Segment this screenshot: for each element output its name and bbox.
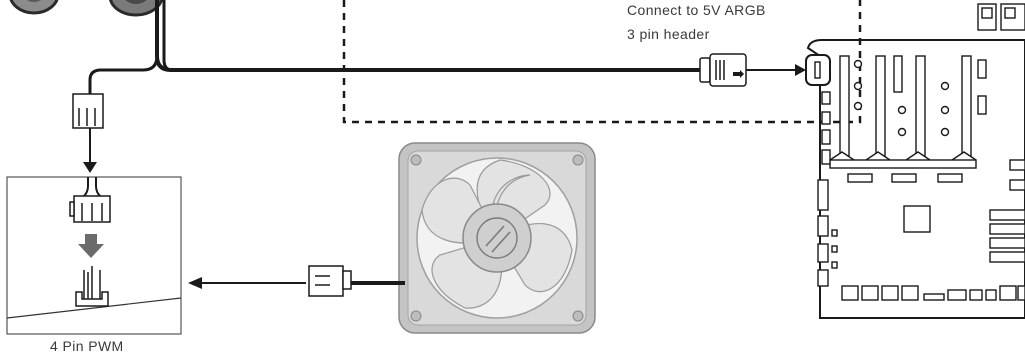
arrow-head-icon (83, 162, 97, 173)
pin-header-icon (75, 266, 109, 307)
argb-label-line1: Connect to 5V ARGB (627, 2, 766, 18)
pwm-connector-icon (72, 93, 104, 129)
dashed-route (342, 0, 862, 124)
argb-connector-icon (699, 53, 747, 87)
argb-label-line2: 3 pin header (627, 26, 710, 42)
pwm-label: 4 Pin PWM (50, 338, 124, 354)
fan-hub-partial-icon (109, 0, 163, 17)
arrow-head-icon (795, 64, 806, 76)
pwm-cable (88, 55, 159, 94)
fan-icon (398, 142, 596, 334)
board-edge-line (6, 297, 182, 319)
gray-arrow-icon (78, 234, 104, 258)
motherboard-icon (805, 3, 1025, 319)
inset-cable (83, 177, 89, 197)
fan-connector-icon (308, 265, 352, 297)
fan-hub-partial-icon (9, 0, 59, 15)
argb-cable (155, 0, 700, 72)
inset-connector-icon (69, 195, 111, 223)
argb-cable-secondary (162, 0, 173, 72)
connector-mark-icon (733, 70, 744, 78)
inset-cable-2 (95, 177, 101, 197)
arrow-head-icon (188, 277, 202, 289)
